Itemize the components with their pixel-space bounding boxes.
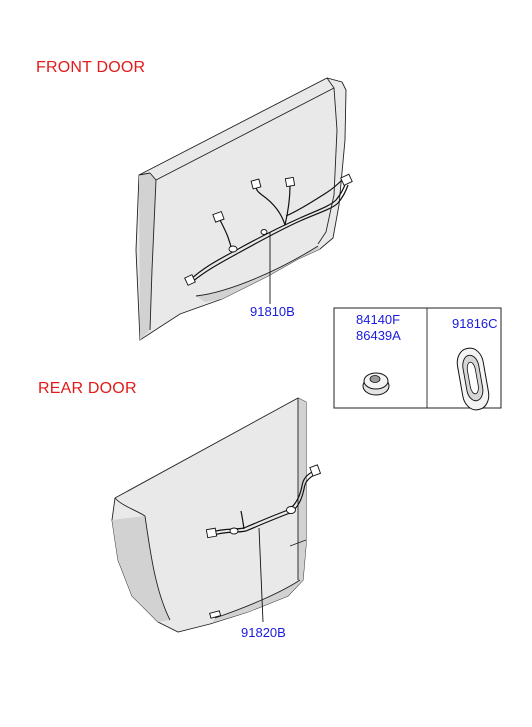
- rear-door-title: REAR DOOR: [38, 380, 137, 397]
- oval-grommet-part-number: 91816C: [452, 316, 498, 331]
- rear-wiring-harness: [205, 464, 322, 539]
- front-door-panel: [135, 77, 347, 341]
- front-door-title: FRONT DOOR: [36, 59, 146, 76]
- rear-harness-leader: [258, 527, 264, 623]
- grommet-part-number-b: 86439A: [356, 328, 401, 343]
- front-harness-part-number: 91810B: [250, 304, 295, 319]
- rear-harness-part-number: 91820B: [241, 625, 286, 640]
- rear-door-panel: [111, 397, 307, 633]
- front-wiring-harness: [184, 173, 353, 286]
- round-grommet-icon: [362, 372, 390, 396]
- grommet-part-number-a: 84140F: [356, 312, 401, 327]
- oval-grommet-icon: [456, 347, 490, 411]
- grommet-part-box: [333, 307, 502, 411]
